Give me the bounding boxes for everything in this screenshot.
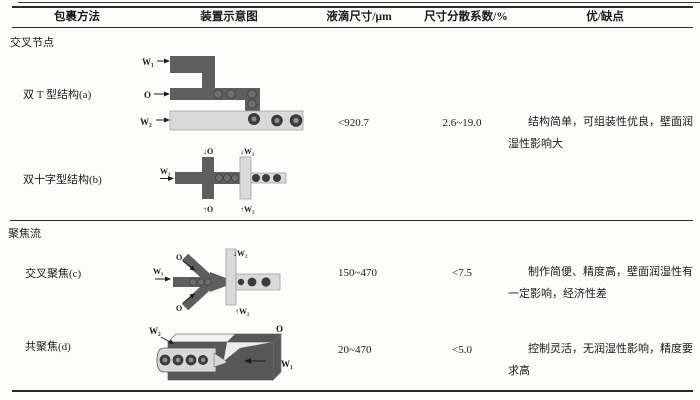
co-focusing-diagram: W₂ O W₁ <box>149 324 293 381</box>
method-label-co-focus: 共聚焦(d) <box>25 341 71 353</box>
table-section-divider-rule <box>10 220 693 221</box>
w1-label: W₁ <box>160 167 171 176</box>
double-cross-structure-diagram: W₁ ↓O ↑O ↓W₂ ↑W₂ <box>160 147 287 214</box>
table-top-rule <box>12 6 693 8</box>
w1-label: W₁ <box>281 359 293 369</box>
w2-label: W₂ <box>140 117 152 127</box>
w2-up-label: ↑W₂ <box>235 307 250 316</box>
dispersion-cross-junction: 2.6~19.0 <box>442 117 482 129</box>
oil-diagonal-bottom <box>181 280 214 311</box>
section-title-focusing-flow: 聚焦流 <box>8 228 41 240</box>
column-header-droplet-size: 液滴尺寸/μm <box>326 11 392 23</box>
w2-label: W₂ <box>149 326 161 336</box>
oil-bottom-label: O <box>176 304 182 313</box>
table-header-rule <box>12 27 693 28</box>
diagram-c-droplets <box>189 277 271 287</box>
pros-cons-co-focus: 控制灵活，无润湿性影响，精度要求高 <box>508 343 693 377</box>
column-header-pros-cons: 优/缺点 <box>586 11 624 23</box>
diagram-d-labels: W₂ O W₁ <box>149 324 293 369</box>
pros-cons-cross-focus: 制作简便、精度高，壁面润湿性有一定影响，经济性差 <box>508 266 693 300</box>
diagram-d-droplets <box>159 354 208 366</box>
oil-top-inlet <box>227 334 281 342</box>
w2-down-label: ↓W₂ <box>233 249 248 258</box>
w2-down-label: ↓W₂ <box>240 147 255 156</box>
dispersion-co-focus: <5.0 <box>452 344 472 356</box>
oil-label: O <box>276 324 283 334</box>
w2-cross-channel <box>239 156 252 200</box>
w2-up-label: ↑W₂ <box>240 205 255 214</box>
outlet-channel <box>235 273 281 291</box>
w1-label: W₁ <box>142 57 154 67</box>
converging-nozzle <box>210 272 230 292</box>
column-header-method: 包裹方法 <box>54 11 100 23</box>
oil-top-label: O <box>176 253 182 262</box>
box-right-face <box>272 333 282 381</box>
oil-diagonal-top <box>181 253 214 284</box>
oil-up-label: ↑O <box>203 205 213 214</box>
dispersion-cross-focus: <7.5 <box>452 267 472 279</box>
pros-cons-cross-junction: 结构简单，可组装性优良，壁面润湿性影响大 <box>508 116 693 150</box>
diagram-a-channels <box>169 56 304 131</box>
diagram-b-labels: W₁ ↓O ↑O ↓W₂ ↑W₂ <box>160 147 255 214</box>
method-label-double-cross: 双十字型结构(b) <box>23 174 102 186</box>
diagram-a-labels: W₁ O W₂ <box>140 57 170 127</box>
oil-label: O <box>144 90 151 100</box>
w1-inlet-channel <box>170 56 215 95</box>
oil-cross-channel <box>202 157 214 199</box>
section-title-cross-junction: 交叉节点 <box>10 37 54 49</box>
w1-label: W₁ <box>153 267 164 276</box>
diagram-c-labels: O W₁ O ↓W₂ ↑W₂ <box>153 249 250 316</box>
method-label-cross-focus: 交叉聚焦(c) <box>25 268 82 280</box>
droplet-size-cross-focus: 150~470 <box>338 267 377 279</box>
table-top-outer-rule <box>18 2 700 3</box>
oil-down-label: ↓O <box>203 147 213 156</box>
inner-nozzle <box>213 352 227 368</box>
droplet-size-co-focus: 20~470 <box>338 344 372 356</box>
diagram-b-droplets <box>214 173 281 183</box>
method-label-double-t: 双 T 型结构(a) <box>23 89 92 101</box>
w2-outlet-channel <box>169 110 304 131</box>
double-t-structure-diagram: W₁ O W₂ <box>140 56 304 131</box>
column-header-dispersion: 尺寸分散系数/% <box>424 11 508 23</box>
lower-sheath-region <box>168 363 273 380</box>
droplet-size-cross-junction: <920.7 <box>338 117 369 129</box>
column-header-schematic: 装置示意图 <box>200 11 258 23</box>
cross-focusing-diagram: O W₁ O ↓W₂ ↑W₂ <box>153 248 281 316</box>
diagram-a-droplets <box>213 89 303 127</box>
table-bottom-rule <box>12 390 693 392</box>
